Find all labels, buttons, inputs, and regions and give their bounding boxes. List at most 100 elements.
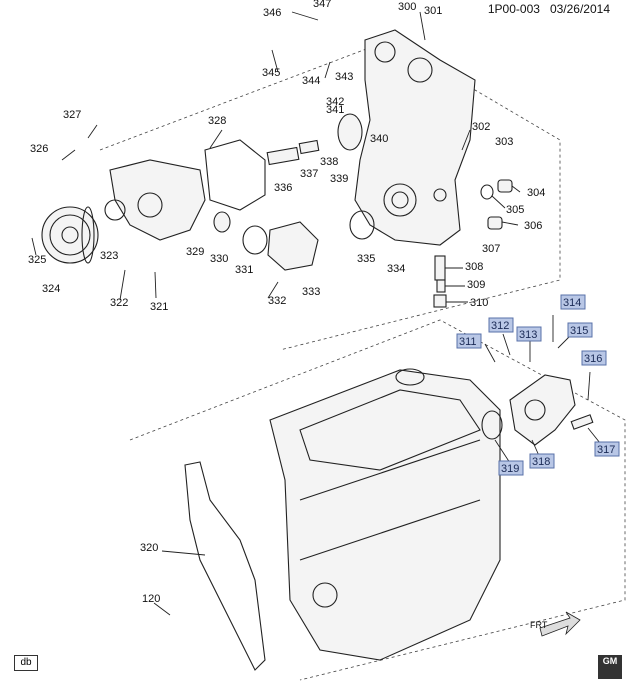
callout-label: 305 (506, 204, 524, 216)
diagram-header: 1P00-003 03/26/2014 (488, 2, 610, 16)
callout-338: 338 (320, 156, 338, 168)
callout-label: 338 (320, 156, 338, 168)
callout-label: 300 (398, 1, 416, 13)
callout-303: 303 (495, 136, 513, 148)
callout-highlight-box (516, 326, 542, 342)
water-pump-housing (104, 159, 206, 241)
callout-309: 309 (467, 279, 485, 291)
seal-341 (337, 113, 363, 151)
callout-330: 330 (210, 253, 228, 265)
seal-305 (480, 184, 494, 200)
callout-301: 301 (424, 5, 442, 17)
callout-335: 335 (357, 253, 375, 265)
callout-label: 313 (519, 329, 537, 341)
callout-336: 336 (274, 182, 292, 194)
callout-label: 329 (186, 246, 204, 258)
gasket-320 (184, 461, 266, 671)
callout-label: 314 (563, 297, 581, 309)
callout-label: 341 (326, 104, 344, 116)
callout-325: 325 (28, 254, 46, 266)
callout-341: 341 (326, 104, 344, 116)
callout-highlight-box (456, 333, 482, 349)
callout-label: 318 (532, 456, 550, 468)
callout-label: 304 (527, 187, 545, 199)
callout-304: 304 (527, 187, 545, 199)
callout-label: 332 (268, 295, 286, 307)
tensioner-308 (434, 255, 446, 281)
callout-label: 303 (495, 136, 513, 148)
seal-335 (349, 210, 375, 240)
callout-310: 310 (470, 297, 488, 309)
callout-326: 326 (30, 143, 48, 155)
doc-date: 03/26/2014 (549, 2, 610, 16)
callout-307: 307 (482, 243, 500, 255)
callout-label: 327 (63, 109, 81, 121)
callout-315: 315 (567, 322, 593, 338)
callout-311: 311 (456, 333, 482, 349)
callout-highlight-box (498, 460, 524, 476)
callout-highlight-box (581, 350, 607, 366)
callout-331: 331 (235, 264, 253, 276)
upper-group-outline (99, 39, 561, 351)
callout-label: 331 (235, 264, 253, 276)
callout-label: 339 (330, 173, 348, 185)
callout-340: 340 (370, 133, 388, 145)
front-cover (354, 29, 476, 246)
callout-label: 342 (326, 96, 344, 108)
callout-label: 324 (42, 283, 60, 295)
callout-label: 120 (142, 593, 160, 605)
callout-316: 316 (581, 350, 607, 366)
callout-332: 332 (268, 295, 286, 307)
callout-label: 321 (150, 301, 168, 313)
callout-highlight-box (529, 453, 555, 469)
callout-label: 320 (140, 542, 158, 554)
callout-323: 323 (100, 250, 118, 262)
coolant-outlet-housing (481, 374, 576, 446)
callout-label: 309 (467, 279, 485, 291)
callout-312: 312 (488, 317, 514, 333)
callout-306: 306 (524, 220, 542, 232)
callout-319: 319 (498, 460, 524, 476)
callout-337: 337 (300, 168, 318, 180)
callout-342: 342 (326, 96, 344, 108)
callout-322: 322 (110, 297, 128, 309)
callout-label: 322 (110, 297, 128, 309)
callout-highlight-box (594, 441, 620, 457)
callout-120: 120 (142, 593, 160, 605)
spring-309 (436, 279, 446, 293)
callout-317: 317 (594, 441, 620, 457)
pump-gasket (204, 139, 266, 211)
crank-pulley (41, 206, 99, 264)
lower-group-outline (129, 319, 626, 681)
callout-label: 310 (470, 297, 488, 309)
callout-321: 321 (150, 301, 168, 313)
callout-label: 335 (357, 253, 375, 265)
callout-label: 347 (313, 0, 331, 10)
callout-label: 326 (30, 143, 48, 155)
db-badge: db (14, 655, 38, 671)
callout-label: 330 (210, 253, 228, 265)
sensor-317 (570, 414, 594, 430)
callout-highlight-box (488, 317, 514, 333)
callout-label: 346 (263, 7, 281, 19)
doc-id: 1P00-003 (487, 2, 540, 16)
callout-label: 317 (597, 444, 615, 456)
callout-318: 318 (529, 453, 555, 469)
callout-343: 343 (335, 71, 353, 83)
gm-logo-badge: GM (598, 655, 622, 679)
callout-label: 325 (28, 254, 46, 266)
callout-333: 333 (302, 286, 320, 298)
callout-300: 300 (398, 1, 416, 13)
plug-304 (497, 179, 513, 193)
frt-label: FRT (530, 620, 548, 630)
callout-label: 333 (302, 286, 320, 298)
callout-label: 343 (335, 71, 353, 83)
callout-highlight-box (567, 322, 593, 338)
callout-label: 311 (459, 336, 477, 348)
callout-327: 327 (63, 109, 81, 121)
callout-344: 344 (302, 75, 320, 87)
engine-block (269, 368, 501, 661)
plug-306 (487, 216, 503, 230)
callout-314: 314 (560, 294, 586, 310)
